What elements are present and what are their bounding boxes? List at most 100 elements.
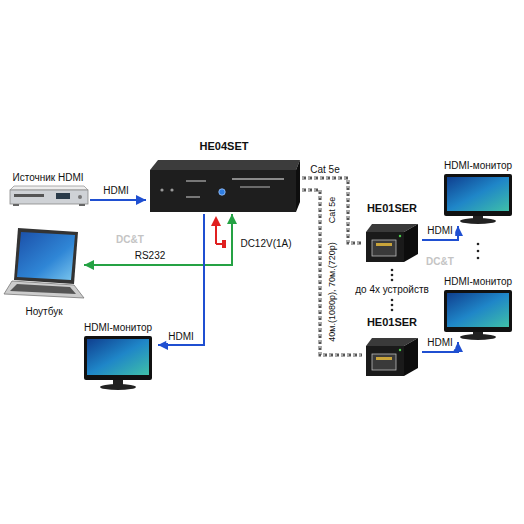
power-arrow [211, 216, 226, 248]
monitor-part [460, 334, 496, 340]
device-model: HE04SET [200, 140, 249, 152]
device-label: Источник HDMI [12, 172, 83, 184]
receiver-device: HE01SER [362, 314, 422, 378]
splitter-box-part [160, 188, 163, 191]
monitor [444, 174, 512, 224]
ellipsis-dots-part [477, 250, 480, 253]
laptop-device: Ноутбук [4, 224, 84, 320]
monitor-part [444, 290, 512, 332]
device-model: HE01SER [367, 316, 417, 328]
laptop-part [4, 281, 84, 298]
connector-label: HDMI [166, 331, 196, 343]
cable-twist [302, 178, 362, 243]
monitor-part [444, 174, 512, 216]
monitor-part [87, 339, 149, 375]
laptop-part [10, 284, 76, 294]
monitor-device: HDMI-монитор [78, 320, 158, 392]
power-label: DC12V(1A) [238, 238, 293, 250]
ellipsis-dots-part [391, 269, 394, 272]
twisted-pair-cable [302, 190, 362, 355]
monitor-part [447, 177, 509, 211]
connector-label: HDMI [425, 337, 455, 349]
connector-label: HDMI [425, 225, 455, 237]
dvd-player-part [13, 204, 19, 206]
device-label: Ноутбук [25, 306, 62, 318]
receiver-device: HE01SER [362, 200, 422, 264]
receiver-dongle [366, 338, 418, 376]
ellipsis-dots-part [391, 279, 394, 282]
laptop-part [17, 232, 75, 280]
dvd-player-part [56, 193, 70, 199]
receiver-dongle-part [366, 346, 404, 376]
splitter-box-part [186, 196, 200, 198]
splitter-box-part [186, 180, 206, 182]
ellipsis-dots-part [391, 299, 394, 302]
splitter-box-part [150, 170, 296, 212]
device-label: HDMI-монитор [444, 160, 512, 172]
monitor [84, 336, 152, 390]
power-arrow-part [222, 240, 226, 248]
ellipsis-dots-part [391, 274, 394, 277]
power-arrow-part [215, 224, 217, 244]
monitor-device: HDMI-монитор [438, 158, 518, 226]
ellipsis-dots-part [391, 304, 394, 307]
receiver-dongle-part [404, 338, 418, 376]
ellipsis-dots-part [477, 243, 480, 246]
monitor [444, 290, 512, 340]
splitter-box-part [219, 189, 225, 195]
serial-arrow [84, 214, 232, 265]
splitter-box [150, 160, 300, 212]
hdmi-arrow [422, 226, 458, 240]
splitter-box-part [170, 188, 173, 191]
dvd-player-part [79, 204, 85, 206]
dvd-player-part [14, 194, 44, 197]
receiver-dongle-part [372, 354, 396, 370]
laptop-part [14, 228, 78, 284]
receiver-dongle [366, 224, 418, 262]
ellipsis-dots-part [391, 309, 394, 312]
splitter-device: HE04SET [146, 138, 302, 214]
monitor-part [460, 218, 496, 224]
device-model: HE01SER [367, 202, 417, 214]
dvd-player-part [78, 195, 82, 199]
device-label: HDMI-монитор [84, 322, 152, 334]
cable-length-note: 40м.(1080p), 70м.(720p) [326, 240, 338, 343]
connectors [84, 178, 458, 355]
dvd-player [10, 186, 88, 206]
receiver-dongle-part [399, 235, 401, 237]
hdmi-arrow [158, 214, 204, 345]
receiver-dongle-part [399, 349, 401, 351]
cable-twist [302, 190, 362, 355]
splitter-box-part [150, 160, 300, 170]
connector-label: HDMI [101, 185, 131, 197]
connector-label: Cat 5e [308, 164, 341, 176]
monitor-part [84, 336, 152, 380]
source-device: Источник HDMI [6, 170, 90, 208]
monitor-device: HDMI-монитор [438, 274, 518, 342]
receiver-dongle-part [376, 357, 392, 360]
splitter-box-part [296, 160, 300, 212]
connector-label: Cat 5e [326, 195, 338, 226]
twisted-pair-cable [302, 178, 362, 243]
watermark: DC&T [114, 234, 146, 246]
dvd-player-part [10, 190, 88, 204]
receiver-dongle-part [404, 224, 418, 262]
hdmi-arrow [90, 199, 146, 201]
power-arrow-part [211, 216, 221, 226]
dvd-player-part [10, 186, 88, 190]
monitor-part [447, 293, 509, 327]
connector-label: RS232 [133, 250, 168, 262]
monitor-part [100, 384, 136, 390]
watermark: DC&T [424, 256, 456, 268]
laptop [4, 228, 84, 298]
receiver-dongle-part [366, 232, 404, 262]
receiver-dongle-part [376, 243, 392, 246]
splitter-box-part [240, 186, 270, 188]
power-arrow-part [216, 243, 222, 245]
ellipsis-dots-part [477, 257, 480, 260]
receiver-dongle-part [372, 240, 396, 256]
device-count-note: до 4х устройств [353, 284, 431, 296]
device-label: HDMI-монитор [444, 276, 512, 288]
